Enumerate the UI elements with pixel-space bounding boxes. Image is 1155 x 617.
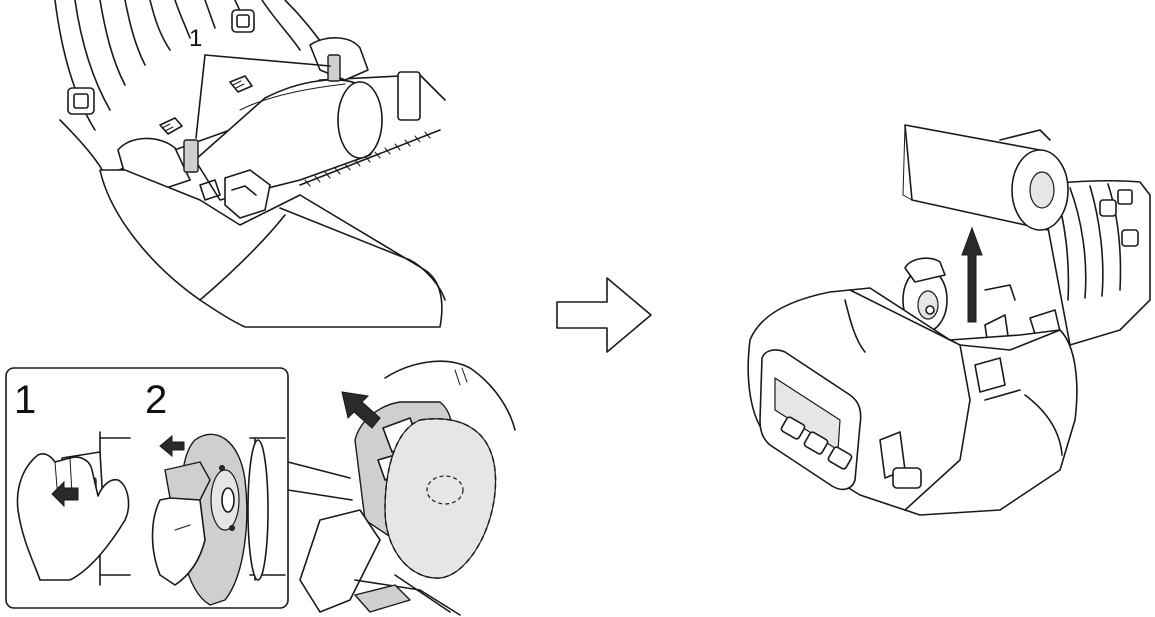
roll-compartment-detail: 1 [54,0,446,328]
zoom-connector-top [287,461,351,479]
inset-steps-panel: 1 2 [5,367,289,609]
push-arrow-icon [341,391,381,429]
inset-step-1-label: 1 [14,378,36,422]
inset-step-2-label: 2 [145,378,167,422]
roll-guide-tab-right [327,54,341,82]
zoom-connector-bottom [287,489,353,501]
printer-illustration [747,124,1151,516]
roll-holder-closeup [299,360,516,616]
bluetooth-button-icon [827,446,853,470]
roll-guide-tab-left [183,139,199,173]
callout-label-1: 1 [189,25,202,52]
power-button-icon [780,416,806,440]
side-port-icon [892,467,922,489]
lift-roll-arrow-icon [961,226,983,323]
step-2-illustration [151,433,286,606]
step-1-illustration [16,431,131,586]
remove-arrow-left-icon [159,434,185,458]
next-step-arrow-icon [556,277,652,353]
paper-roll [904,124,1049,231]
feed-button-icon [803,431,829,455]
pull-arrow-left-icon [51,480,79,508]
